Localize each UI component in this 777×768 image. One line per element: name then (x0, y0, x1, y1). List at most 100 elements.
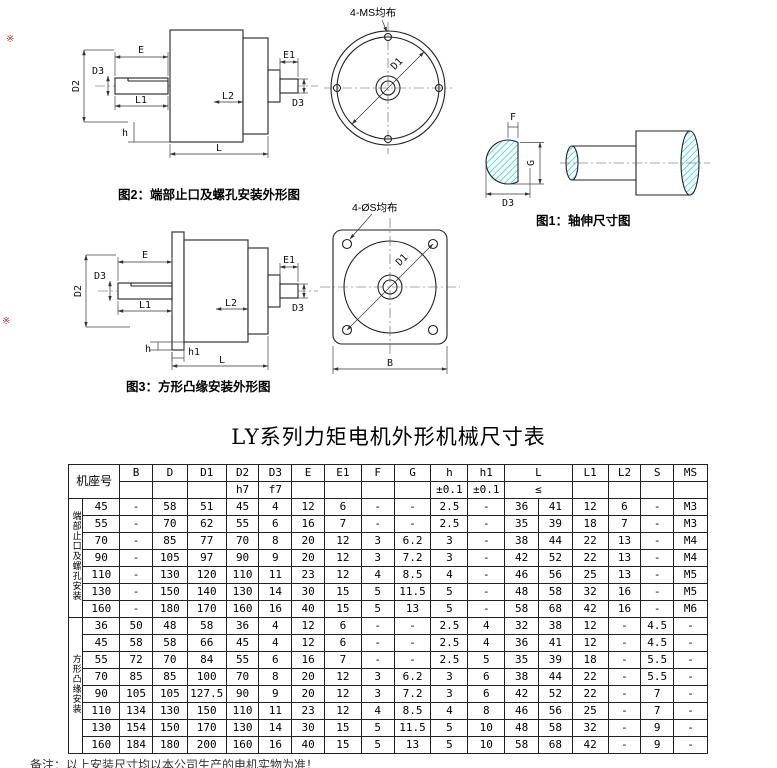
table-cell: 3 (430, 532, 469, 550)
table-cell: 6 (258, 651, 293, 669)
table-cell: - (673, 668, 708, 686)
col-header-d: D (151, 464, 188, 482)
table-cell: 12 (291, 634, 325, 652)
table-cell: 56 (537, 702, 573, 720)
table-cell: 36 (504, 634, 539, 652)
table-cell: 18 (571, 515, 609, 533)
table-cell: 68 (537, 600, 573, 618)
table-cell: 7.2 (393, 685, 432, 703)
fig2-front-view: D1 4-MS均布 (324, 7, 452, 154)
table-cell: - (607, 617, 642, 635)
table-cell: - (360, 498, 395, 516)
table-cell: 58 (537, 719, 573, 737)
col-header-h: h (430, 464, 469, 482)
dim-label-l: L (219, 355, 225, 366)
dim-label-h: h (145, 344, 151, 355)
table-cell: 10 (467, 719, 506, 737)
table-cell: 9 (258, 549, 293, 567)
rear-shaft (279, 78, 299, 94)
table-cell: 8.5 (393, 566, 432, 584)
table-cell: 105 (151, 685, 188, 703)
dim-label-e: E (142, 250, 148, 261)
table-cell: 12 (323, 702, 362, 720)
frame-number-cell: 130 (82, 583, 121, 601)
dim-label-d1: D1 (389, 56, 405, 72)
table-cell: 110 (225, 566, 260, 584)
table-cell: 105 (151, 549, 188, 567)
fig3-caption: 图3：方形凸缘安装外形图 (126, 379, 270, 394)
table-cell: M4 (673, 549, 708, 567)
table-cell: - (467, 549, 506, 567)
dim-label-d1: D1 (394, 252, 410, 268)
table-cell: 12 (291, 617, 325, 635)
table-cell: 5.5 (640, 651, 675, 669)
table-cell: 97 (186, 549, 227, 567)
page-title: LY系列力矩电机外形机械尺寸表 (231, 425, 546, 449)
table-cell: 4 (430, 566, 469, 584)
table-cell: 5 (467, 651, 506, 669)
bolt-note: 4-ØS均布 (352, 202, 398, 214)
table-cell: 50 (119, 617, 153, 635)
table-cell: 14 (258, 583, 293, 601)
leader-line (381, 19, 388, 33)
frame-number-cell: 110 (82, 566, 121, 584)
table-cell: 55 (225, 515, 260, 533)
table-cell: - (607, 651, 642, 669)
table-cell: 6.2 (393, 668, 432, 686)
table-cell: 16 (258, 736, 293, 754)
table-cell: 3 (360, 668, 395, 686)
table-cell: 90 (225, 685, 260, 703)
sub-header-d (151, 481, 188, 499)
table-cell: - (607, 634, 642, 652)
table-cell: 22 (571, 549, 609, 567)
table-cell: - (673, 651, 708, 669)
dim-label-l1: L1 (139, 300, 151, 311)
table-cell: 23 (291, 702, 325, 720)
table-cell: 48 (504, 719, 539, 737)
table-cell: 12 (323, 566, 362, 584)
table-cell: 7 (640, 685, 675, 703)
table-cell: 9 (640, 736, 675, 754)
table-cell: M5 (673, 566, 708, 584)
table-cell: - (360, 634, 395, 652)
table-cell: 38 (504, 532, 539, 550)
table-cell: 130 (151, 566, 188, 584)
table-cell: 58 (151, 498, 188, 516)
table-cell: 180 (151, 736, 188, 754)
table-cell: 4 (360, 566, 395, 584)
col-header-l2: L2 (607, 464, 642, 482)
table-cell: 140 (186, 583, 227, 601)
table-cell: 58 (151, 634, 188, 652)
table-cell: 58 (504, 600, 539, 618)
col-header-h1: h1 (467, 464, 506, 482)
table-cell: 8 (258, 668, 293, 686)
table-cell: - (119, 566, 153, 584)
table-cell: 52 (537, 685, 573, 703)
col-header-d2: D2 (225, 464, 260, 482)
fig1-section-view: F G D3 (485, 112, 544, 209)
table-cell: - (673, 617, 708, 635)
dim-label-e1: E1 (283, 50, 295, 61)
technical-drawings: D2 D3 E L1 h L2 E1 D3 (71, 7, 710, 394)
table-cell: 3 (360, 549, 395, 567)
bolt-hole (383, 32, 393, 42)
table-cell: 6 (467, 685, 506, 703)
row-group-label-text: 方形凸缘安装 (71, 653, 82, 714)
table-cell: - (640, 515, 675, 533)
front-shaft (117, 282, 173, 300)
motor-body (183, 239, 249, 343)
table-cell: 7 (323, 515, 362, 533)
table-cell: 12 (323, 549, 362, 567)
table-cell: 12 (571, 498, 609, 516)
fig2-side-view: D2 D3 E L1 h L2 E1 D3 (71, 29, 318, 158)
bolt-note: 4-MS均布 (350, 7, 396, 19)
col-header-d3: D3 (258, 464, 293, 482)
table-cell: 4 (467, 634, 506, 652)
table-cell: 4 (258, 617, 293, 635)
table-cell: 39 (537, 651, 573, 669)
